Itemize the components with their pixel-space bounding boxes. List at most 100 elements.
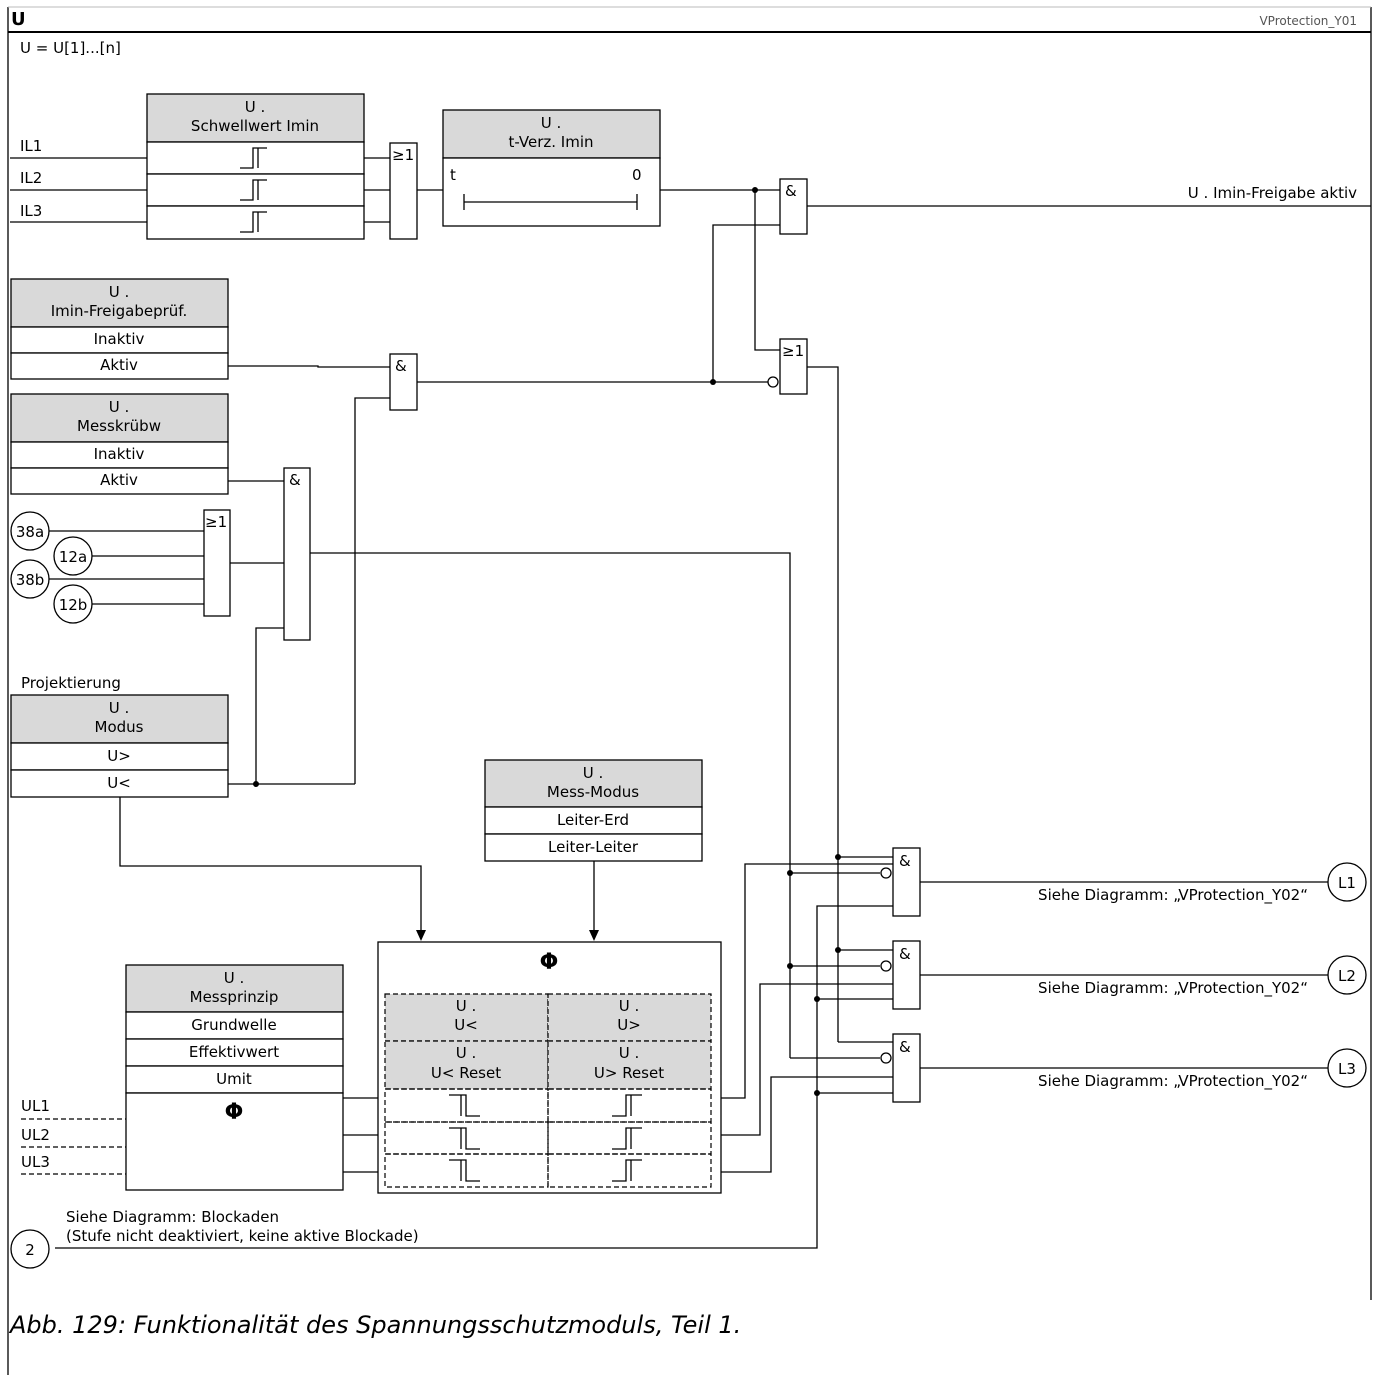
- input-il2: IL2: [20, 169, 42, 187]
- freigabepruef-title-2: Imin-Freigabeprüf.: [51, 302, 188, 320]
- table-head-ult-2: U<: [454, 1016, 478, 1034]
- blockaden-label-1: Siehe Diagramm: Blockaden: [66, 1208, 279, 1226]
- t-verz-imin-block: U . t-Verz. Imin t 0: [442, 109, 661, 227]
- and-gate-freigabe: &: [779, 178, 808, 235]
- svg-text:12b: 12b: [59, 596, 88, 614]
- schwellwert-title-1: U .: [245, 98, 266, 116]
- and-gate-l1: &: [892, 847, 921, 917]
- and-gate-pruef: &: [389, 353, 418, 411]
- and-gate-l3: &: [892, 1033, 921, 1103]
- output-l1-reference: Siehe Diagramm: „VProtection_Y02“: [1038, 886, 1308, 905]
- modus-option-ugt: U>: [107, 747, 131, 765]
- imin-freigabe-output: U . Imin-Freigabe aktiv: [1188, 184, 1357, 202]
- connector-12a: 12a: [53, 536, 93, 576]
- tverz-title-1: U .: [541, 114, 562, 132]
- imin-freigabepruef-block: U . Imin-Freigabeprüf. Inaktiv Aktiv: [10, 278, 229, 380]
- projektierung-label: Projektierung: [21, 674, 121, 692]
- table-head-ugt-reset-1: U .: [619, 1044, 640, 1062]
- svg-text:≥1: ≥1: [392, 146, 414, 164]
- messprinzip-title-1: U .: [224, 969, 245, 987]
- freigabepruef-option-aktiv: Aktiv: [100, 356, 138, 374]
- output-connector-l3: L3: [1327, 1048, 1367, 1088]
- freigabepruef-option-inaktiv: Inaktiv: [94, 330, 145, 348]
- messkrubw-block: U . Messkrübw Inaktiv Aktiv: [10, 393, 229, 495]
- table-head-ult-reset-2: U< Reset: [431, 1064, 501, 1082]
- messprinzip-option-effektivwert: Effektivwert: [189, 1043, 279, 1061]
- threshold-rise-icon: [612, 1127, 642, 1150]
- phi-symbol: Φ: [540, 950, 559, 975]
- or-gate-imin: ≥1: [389, 142, 418, 240]
- connector-38b: 38b: [10, 559, 50, 599]
- output-l2-reference: Siehe Diagramm: „VProtection_Y02“: [1038, 979, 1308, 998]
- threshold-fall-icon: [449, 1127, 480, 1150]
- threshold-rise-icon: [612, 1094, 642, 1117]
- connector-38a: 38a: [10, 511, 50, 551]
- messkrubw-title-2: Messkrübw: [77, 417, 161, 435]
- svg-text:38b: 38b: [16, 571, 45, 589]
- input-ul2: UL2: [21, 1126, 50, 1144]
- mess-modus-block: U . Mess-Modus Leiter-Erd Leiter-Leiter: [484, 759, 703, 862]
- diagram-title: U: [11, 9, 26, 30]
- diagram-subtitle: U = U[1]...[n]: [20, 39, 121, 57]
- messkrubw-title-1: U .: [109, 398, 130, 416]
- svg-text:38a: 38a: [16, 523, 44, 541]
- output-connector-l1: L1: [1327, 862, 1367, 902]
- threshold-rise-icon: [240, 211, 267, 233]
- table-head-ult-reset-1: U .: [456, 1044, 477, 1062]
- messmodus-option-leiter-erd: Leiter-Erd: [557, 811, 629, 829]
- messprinzip-block: U . Messprinzip Grundwelle Effektivwert …: [125, 964, 344, 1191]
- table-head-ult-1: U .: [456, 997, 477, 1015]
- modus-title-2: Modus: [95, 718, 144, 736]
- messmodus-title-1: U .: [583, 764, 604, 782]
- messprinzip-option-umit: Umit: [216, 1070, 252, 1088]
- and-gate-messkreis: &: [283, 467, 311, 641]
- and-gate-l2: &: [892, 940, 921, 1010]
- svg-text:2: 2: [25, 1241, 35, 1259]
- threshold-rise-icon: [240, 147, 267, 169]
- freigabepruef-title-1: U .: [109, 283, 130, 301]
- table-head-ugt-reset-2: U> Reset: [594, 1064, 664, 1082]
- svg-text:L1: L1: [1338, 874, 1356, 892]
- svg-text:&: &: [289, 471, 301, 489]
- table-head-ugt-2: U>: [617, 1016, 641, 1034]
- input-il1: IL1: [20, 137, 42, 155]
- svg-text:12a: 12a: [59, 548, 87, 566]
- or-gate-enable: ≥1: [779, 338, 808, 395]
- or-gate-krubw: ≥1: [203, 509, 231, 617]
- blockaden-label-2: (Stufe nicht deaktiviert, keine aktive B…: [66, 1227, 419, 1245]
- svg-text:L3: L3: [1338, 1060, 1356, 1078]
- threshold-rise-icon: [240, 179, 267, 201]
- messprinzip-title-2: Messprinzip: [190, 988, 279, 1006]
- phi-threshold-block: Φ U . U< U . U> U . U< Reset U . U> Rese…: [377, 941, 722, 1194]
- threshold-fall-icon: [449, 1094, 480, 1117]
- threshold-fall-icon: [449, 1159, 480, 1182]
- threshold-rise-icon: [612, 1159, 642, 1182]
- diagram-id: VProtection_Y01: [1259, 14, 1357, 28]
- modus-option-ult: U<: [107, 774, 131, 792]
- tverz-zero-label: 0: [632, 166, 642, 184]
- schwellwert-imin-block: U . Schwellwert Imin: [146, 93, 365, 240]
- messprinzip-phi-symbol: Φ: [225, 1100, 244, 1125]
- svg-text:&: &: [395, 357, 407, 375]
- input-il3: IL3: [20, 202, 42, 220]
- figure-caption: Abb. 129: Funktionalität des Spannungssc…: [8, 1311, 741, 1339]
- input-ul1: UL1: [21, 1097, 50, 1115]
- timer-icon: [463, 194, 638, 210]
- tverz-t-label: t: [450, 166, 456, 184]
- modus-block: U . Modus U> U<: [10, 694, 229, 798]
- table-head-ugt-1: U .: [619, 997, 640, 1015]
- svg-text:≥1: ≥1: [205, 513, 227, 531]
- svg-text:&: &: [899, 945, 911, 963]
- svg-text:&: &: [785, 182, 797, 200]
- messkrubw-option-aktiv: Aktiv: [100, 471, 138, 489]
- messmodus-option-leiter-leiter: Leiter-Leiter: [548, 838, 639, 856]
- output-l3-reference: Siehe Diagramm: „VProtection_Y02“: [1038, 1072, 1308, 1091]
- connector-12b: 12b: [53, 584, 93, 624]
- modus-title-1: U .: [109, 699, 130, 717]
- input-ul3: UL3: [21, 1153, 50, 1171]
- svg-text:&: &: [899, 852, 911, 870]
- connector-blockaden: 2: [10, 1229, 50, 1269]
- svg-text:≥1: ≥1: [782, 342, 804, 360]
- tverz-title-2: t-Verz. Imin: [508, 133, 593, 151]
